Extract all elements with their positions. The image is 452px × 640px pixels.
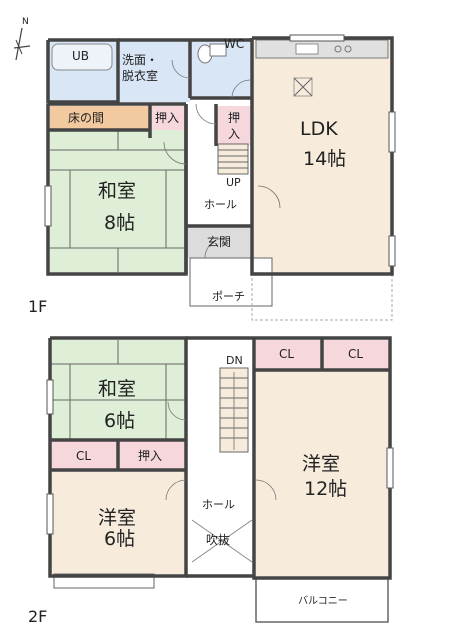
tatami-lines-2f <box>50 340 186 440</box>
label-yoshitsu-large-size: 12帖 <box>304 478 347 500</box>
label-dn: DN <box>226 354 243 367</box>
label-cl-right-1: CL <box>279 347 294 361</box>
label-yoshitsu-small-size: 6帖 <box>104 528 135 550</box>
window-washitsu-2f <box>46 379 54 415</box>
label-washitsu-2f-size: 6帖 <box>104 410 135 432</box>
cl-right-2-room <box>322 340 388 370</box>
window-ldk-right-2 <box>388 235 396 267</box>
compass-label: N <box>22 17 29 27</box>
label-wc: WC <box>224 37 244 51</box>
window-yoshitsu-large <box>386 447 394 489</box>
washbasin-icon <box>209 43 227 57</box>
label-washitsu-2f: 和室 <box>98 378 136 400</box>
floor-1-label: 1F <box>28 297 47 316</box>
label-hall-1f: ホール <box>204 198 237 211</box>
yoshitsu-small-room <box>50 470 186 574</box>
label-oshiire-2f: 押入 <box>138 449 162 463</box>
label-oshiire-left: 押入 <box>155 111 179 125</box>
window-ldk-top <box>289 34 345 42</box>
bathtub <box>51 43 113 71</box>
kitchen-counter <box>255 39 389 97</box>
door-hall <box>195 103 217 125</box>
label-balcony: バルコニー <box>298 595 348 607</box>
stairs-1f <box>217 143 249 175</box>
oshiire-2f-room <box>118 440 186 470</box>
window-yoshitsu-small <box>46 493 54 535</box>
tatami-lines <box>50 130 186 272</box>
label-porch: ポーチ <box>212 290 245 303</box>
porch <box>189 257 273 307</box>
ldk-room <box>252 38 392 274</box>
senmen-room <box>118 40 190 102</box>
label-genkan: 玄関 <box>207 234 231 249</box>
stairs-2f <box>219 367 249 453</box>
cl-right-1-room <box>256 340 322 370</box>
door-senmen <box>171 59 191 79</box>
window-ldk-right <box>388 111 396 153</box>
door-genkan <box>204 237 226 259</box>
floor-1: UB 洗面・ 脱衣室 WC 床の間 押入 押 入 和室 8帖 UP ホール 玄関… <box>28 34 396 321</box>
genkan-room <box>186 226 250 258</box>
label-tokonoma: 床の間 <box>68 111 104 125</box>
tokonoma-room <box>50 106 150 130</box>
label-yoshitsu-small: 洋室 <box>98 507 136 529</box>
label-cl-right-2: CL <box>348 347 363 361</box>
door-yoshitsu-small <box>165 479 187 501</box>
door-wc <box>231 79 251 99</box>
door-yoshitsu-large <box>255 479 277 501</box>
label-ldk-size: 14帖 <box>303 148 346 170</box>
label-up: UP <box>226 176 241 189</box>
yoshitsu-large-room <box>256 370 388 576</box>
label-senmen-1: 洗面・ <box>122 53 158 67</box>
label-ub: UB <box>72 49 89 63</box>
label-yoshitsu-large: 洋室 <box>302 453 340 475</box>
ldk-terrace-outline <box>251 273 393 321</box>
label-senmen-2: 脱衣室 <box>122 68 158 83</box>
window-washitsu <box>44 185 52 227</box>
label-oshiire-center-1: 押 <box>228 111 240 125</box>
floor-2-label: 2F <box>28 607 47 626</box>
floor-2: 和室 6帖 CL 押入 洋室 6帖 DN ホール 吹抜 CL CL 洋室 12帖… <box>28 336 394 626</box>
door-ldk <box>257 185 281 209</box>
door-washitsu <box>163 141 187 165</box>
label-cl-left: CL <box>76 449 91 463</box>
label-hall-2f: ホール <box>202 498 235 511</box>
balcony <box>255 577 389 623</box>
label-oshiire-center-2: 入 <box>228 127 240 141</box>
label-fukinuke: 吹抜 <box>206 533 230 547</box>
fukinuke-cross <box>191 519 253 563</box>
compass-icon: N <box>13 17 31 61</box>
label-ldk: LDK <box>300 118 338 140</box>
cl-left-room <box>50 440 118 470</box>
oshiire-center-room <box>216 106 252 146</box>
label-washitsu-1f: 和室 <box>98 180 136 202</box>
door-washitsu-2f <box>167 401 187 421</box>
label-washitsu-1f-size: 8帖 <box>104 212 135 234</box>
